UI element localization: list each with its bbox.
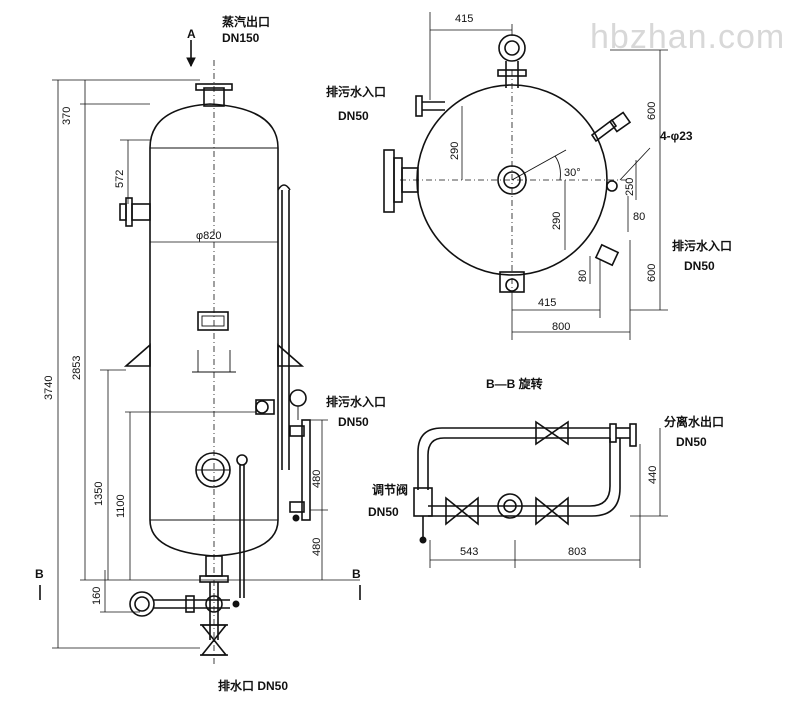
diameter-label: φ820 xyxy=(196,230,222,242)
strainer xyxy=(497,493,523,519)
bottom-valve-left xyxy=(445,496,479,526)
dim-plan-415-bottom: 415 xyxy=(538,297,556,309)
section-b-right: B xyxy=(352,567,361,581)
regulating-valve-dn: DN50 xyxy=(368,505,399,519)
dim-543: 543 xyxy=(460,546,478,558)
dim-plan-80-b: 80 xyxy=(577,270,589,282)
dim-2853: 2853 xyxy=(71,356,83,380)
section-bb-view: B—B 旋转 543 803 440 分离水出口 xyxy=(368,376,724,568)
blowdown-inlet-mid-dn: DN50 xyxy=(338,415,369,429)
support-lug-right xyxy=(277,343,305,367)
dim-440: 440 xyxy=(647,466,659,484)
blowdown-inlet-right-dn: DN50 xyxy=(684,259,715,273)
dim-plan-80-a: 80 xyxy=(633,211,645,223)
plan-view: 415 290 290 600 600 250 80 80 415 800 30… xyxy=(326,12,732,340)
bottom-valve-right xyxy=(535,496,569,526)
level-gauge xyxy=(301,419,311,521)
dim-480-upper: 480 xyxy=(311,470,323,488)
blowdown-inlet-top-dn: DN50 xyxy=(338,109,369,123)
dim-370: 370 xyxy=(61,107,73,125)
steam-nozzle xyxy=(203,87,225,107)
separated-water-outlet-label: 分离水出口 xyxy=(664,414,724,429)
drain-outlet-label: 排水口 DN50 xyxy=(218,678,288,693)
angle-label: 30° xyxy=(564,167,581,179)
dim-803: 803 xyxy=(568,546,586,558)
section-bb-title: B—B 旋转 xyxy=(486,376,543,391)
dim-plan-250: 250 xyxy=(624,178,636,196)
regulating-valve xyxy=(413,487,433,517)
steam-outlet-dn: DN150 xyxy=(222,31,260,45)
steam-outlet-label: 蒸汽出口 xyxy=(222,14,270,29)
separated-water-outlet-dn: DN50 xyxy=(676,435,707,449)
dim-plan-600-b: 600 xyxy=(646,264,658,282)
blowdown-inlet-mid-label: 排污水入口 xyxy=(326,394,386,409)
elevation-view: 370 572 3740 2853 1350 1100 160 480 480 … xyxy=(35,14,386,693)
dim-plan-415-top: 415 xyxy=(455,13,473,25)
dim-1350: 1350 xyxy=(93,482,105,506)
dim-plan-290-a: 290 xyxy=(449,142,461,160)
blowdown-inlet-right-label: 排污水入口 xyxy=(672,238,732,253)
top-valve xyxy=(535,420,569,446)
dim-480-lower: 480 xyxy=(311,538,323,556)
dim-plan-290-b: 290 xyxy=(551,212,563,230)
hole-spec-label: 4-φ23 xyxy=(660,129,693,143)
inspection-hole xyxy=(197,311,229,331)
blowdown-inlet-top-label: 排污水入口 xyxy=(326,84,386,99)
dim-plan-800: 800 xyxy=(552,321,570,333)
dim-plan-600-a: 600 xyxy=(646,102,658,120)
section-a-mark: A xyxy=(187,27,196,41)
dim-160: 160 xyxy=(91,587,103,605)
regulating-valve-label: 调节阀 xyxy=(372,482,408,497)
section-b-left: B xyxy=(35,567,44,581)
steam-flange xyxy=(195,83,233,91)
dim-1100: 1100 xyxy=(115,494,127,518)
support-lug-left xyxy=(123,343,151,367)
left-nozzle xyxy=(131,203,151,221)
dim-3740: 3740 xyxy=(43,376,55,400)
dim-572: 572 xyxy=(114,170,126,188)
pressure-gauge xyxy=(289,389,307,407)
